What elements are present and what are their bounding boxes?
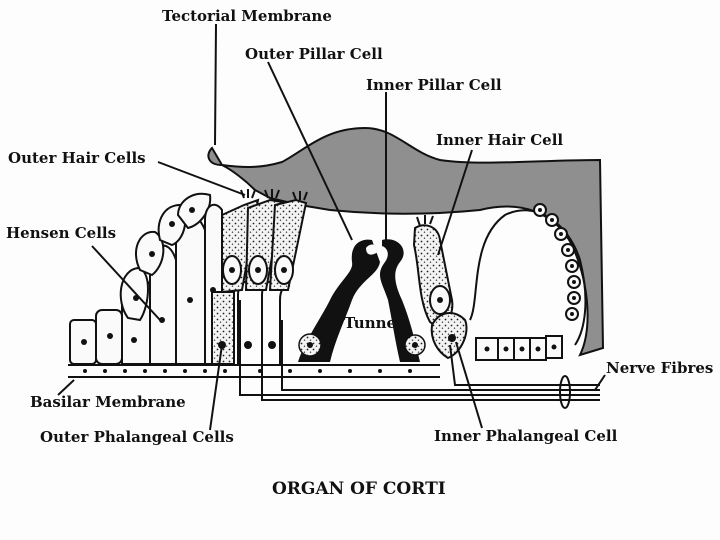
label-basilar-membrane: Basilar Membrane: [30, 393, 186, 411]
basilar-membrane-shape: [68, 365, 440, 377]
label-tunnel: Tunnel: [344, 314, 402, 332]
label-hensen-cells: Hensen Cells: [6, 224, 116, 242]
outer-phalangeal-cells-group: [212, 282, 290, 364]
tunnel-of-corti: [298, 239, 425, 362]
outer-hair-cells-group: [222, 189, 307, 292]
label-inner-phalangeal-cell: Inner Phalangeal Cell: [434, 427, 618, 445]
leader-lines: [58, 24, 605, 430]
label-outer-pillar-cell: Outer Pillar Cell: [245, 45, 383, 63]
inner-hair-cell-group: [414, 215, 466, 358]
label-outer-phalangeal-cells: Outer Phalangeal Cells: [40, 428, 234, 446]
label-tectorial-membrane: Tectorial Membrane: [162, 7, 332, 25]
diagram-title: ORGAN OF CORTI: [272, 479, 446, 499]
label-inner-pillar-cell: Inner Pillar Cell: [366, 76, 502, 94]
label-outer-hair-cells: Outer Hair Cells: [8, 149, 146, 167]
label-inner-hair-cell: Inner Hair Cell: [436, 131, 563, 149]
hensen-cells-group: [70, 194, 222, 364]
label-nerve-fibres: Nerve Fibres: [606, 359, 713, 377]
